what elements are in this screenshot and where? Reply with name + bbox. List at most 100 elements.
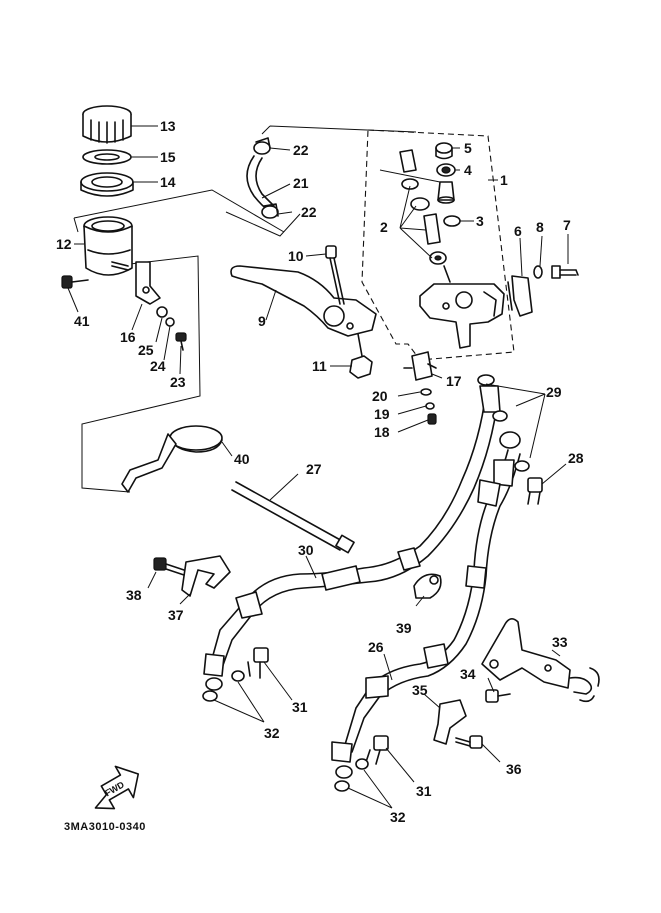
holder-washer [533,265,543,279]
reservoir-group-outline [73,189,285,233]
callout-18: 18 [374,424,390,440]
callout-31-left: 31 [292,699,308,715]
collar [156,306,168,318]
washer [165,317,175,327]
callout-41: 41 [74,313,90,329]
cable-tie [231,481,355,554]
callout-19: 19 [374,406,390,422]
brake-hose-front [203,385,501,691]
reservoir-bracket [135,261,161,305]
hose-joint-bracket [481,618,600,703]
callout-10: 10 [288,248,304,264]
callout-37: 37 [168,607,184,623]
callout-13: 13 [160,118,176,134]
forward-direction-arrow: FWD [94,765,140,810]
reservoir-assembly [61,105,187,351]
hose-clamp-lower [261,203,279,219]
master-cylinder-holder [507,275,533,317]
switch-screw [427,413,437,425]
callout-24: 24 [150,358,166,374]
callout-39: 39 [396,620,412,636]
bracket-screw [175,332,187,351]
callout-32-left: 32 [264,725,280,741]
o-ring [443,215,461,227]
callout-22-lower: 22 [301,204,317,220]
plate-bolt [455,735,483,749]
lever-pivot-bolt [325,245,345,305]
reservoir-fitting [437,181,455,204]
leader-lines [67,125,569,809]
callout-6: 6 [514,223,522,239]
union-bolt-upper [527,477,543,505]
fitting-seal [436,163,456,177]
callout-32-right: 32 [390,809,406,825]
switch-spacer [425,402,435,410]
callout-28: 28 [568,450,584,466]
callout-2: 2 [380,219,388,235]
union-gaskets-right [334,758,369,792]
callout-25: 25 [138,342,154,358]
callout-labels: 13 15 14 12 41 16 25 24 23 22 21 22 5 4 … [56,118,584,825]
callout-9: 9 [258,313,266,329]
reservoir-hose [246,155,275,211]
callout-21: 21 [293,175,309,191]
callout-30: 30 [298,542,314,558]
brake-light-switch [403,351,437,381]
callout-34: 34 [460,666,476,682]
callout-35: 35 [412,682,428,698]
brake-hose-rear [331,431,521,779]
cylinder-gasket [477,374,495,386]
callout-36: 36 [506,761,522,777]
hose-guide-plate [433,699,467,745]
callout-20: 20 [372,388,388,404]
callout-12: 12 [56,236,72,252]
lever-pivot-nut [349,333,373,379]
callout-1: 1 [500,172,508,188]
brake-lever [230,265,377,337]
bracket-group-outline [81,255,201,493]
hose-clamp-upper [253,137,271,155]
brake-lever-assembly [230,245,495,425]
callout-3: 3 [476,213,484,229]
callout-8: 8 [536,219,544,235]
diagram-code: 3MA3010-0340 [64,821,146,833]
union-bolt-left [247,647,269,679]
master-cylinder-body [419,283,505,349]
callout-40: 40 [234,451,250,467]
callout-33: 33 [552,634,568,650]
diaphragm-plate [82,149,132,165]
diaphragm [80,172,134,197]
hose-group-outline [225,125,417,237]
callout-29: 29 [546,384,562,400]
piston-kit [399,149,451,283]
group-outlines [73,125,515,493]
reservoir-body [83,216,133,276]
fitting-cap [435,142,453,160]
callout-4: 4 [464,162,472,178]
callout-5: 5 [464,140,472,156]
holder-bolt [551,265,579,279]
master-cylinder-group-outline [361,129,515,361]
callout-23: 23 [170,374,186,390]
callout-27: 27 [306,461,322,477]
callout-22-upper: 22 [293,142,309,158]
hose-clamp-left [181,555,231,597]
union-bolt-right [365,735,389,765]
callout-15: 15 [160,149,176,165]
callout-14: 14 [160,174,176,190]
callout-31-right: 31 [416,783,432,799]
callout-11: 11 [312,358,327,374]
reservoir-screw [61,275,89,289]
lever-pivot [323,305,345,327]
union-gaskets-upper [492,410,530,472]
reservoir-hose-assembly [246,137,279,219]
union-gaskets-left [202,670,245,702]
callout-16: 16 [120,329,136,345]
reservoir-cap [82,105,132,144]
callout-17: 17 [446,373,462,389]
hose-clamp-center [413,573,442,599]
callout-38: 38 [126,587,142,603]
callout-7: 7 [563,217,571,233]
master-cylinder-internals [399,142,579,349]
